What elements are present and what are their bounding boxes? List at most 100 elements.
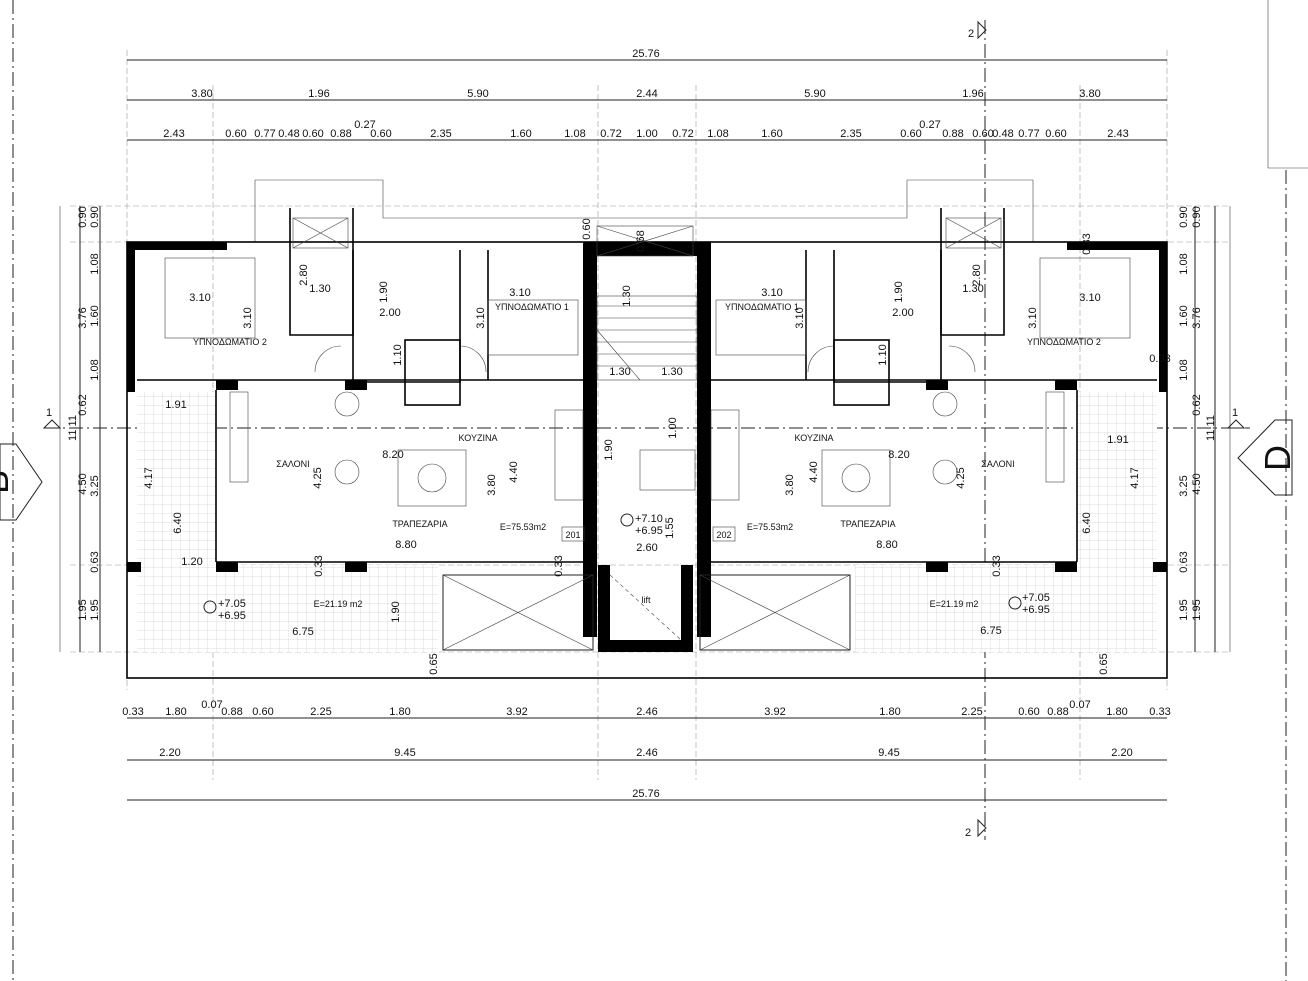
dimension-label: 1.95 bbox=[89, 599, 101, 620]
dimension-label: 1.95 bbox=[77, 599, 89, 620]
dimension-label: 1.60 bbox=[89, 305, 101, 326]
interior-dim: 4.17 bbox=[143, 467, 155, 488]
room-label: ΚΟΥΖΙΝΑ bbox=[459, 433, 498, 443]
dimension-label: 1.95 bbox=[1178, 599, 1190, 620]
interior-dim: 4.25 bbox=[312, 467, 324, 488]
apt-number: 201 bbox=[565, 530, 580, 540]
top-extra-dim: 0.27 bbox=[354, 119, 375, 131]
interior-dim: 1.90 bbox=[378, 281, 390, 302]
interior-dim: 0.65 bbox=[1098, 653, 1110, 674]
interior-dim: 3.10 bbox=[189, 292, 210, 304]
dimension-label: 0.60 bbox=[302, 128, 323, 140]
dimension-label: 0.90 bbox=[1191, 206, 1203, 227]
interior-dim: 3.10 bbox=[794, 307, 806, 328]
dimension-label: 1.08 bbox=[89, 359, 101, 380]
dimension-label: 0.33 bbox=[122, 706, 143, 718]
bottom-extra-dim: 0.07 bbox=[1069, 699, 1090, 711]
interior-dim: 6.75 bbox=[292, 626, 313, 638]
interior-dim: 8.80 bbox=[395, 539, 416, 551]
dimension-label: 0.88 bbox=[1047, 706, 1068, 718]
dimension-label: 1.60 bbox=[761, 128, 782, 140]
dimension-label: 0.88 bbox=[221, 706, 242, 718]
room-label: ΥΠΝΟΔΩΜΑΤΙΟ 2 bbox=[1027, 337, 1101, 347]
dimension-label: 1.08 bbox=[89, 253, 101, 274]
dimension-label: 0.72 bbox=[672, 128, 693, 140]
dimension-label: 0.60 bbox=[972, 128, 993, 140]
dimension-label: 1.00 bbox=[636, 128, 657, 140]
left-dims-outer: 0.903.760.624.501.95 bbox=[77, 206, 89, 620]
area-label: E=21.19 m2 bbox=[930, 599, 979, 609]
interior-dim: 3.10 bbox=[475, 307, 487, 328]
dimension-label: 2.43 bbox=[1107, 128, 1128, 140]
dimension-label: 0.62 bbox=[1191, 394, 1203, 415]
dimension-label: 2.46 bbox=[636, 706, 657, 718]
dimension-label: 1.08 bbox=[564, 128, 585, 140]
level-markers bbox=[203, 513, 1022, 614]
dimension-label: 2.35 bbox=[430, 128, 451, 140]
interior-dim: 4.40 bbox=[508, 461, 520, 482]
veranda-tiles bbox=[137, 392, 1157, 652]
dimension-label: 5.90 bbox=[467, 88, 488, 100]
interior-dim: 1.30 bbox=[962, 283, 983, 295]
level-label: +6.95 bbox=[1022, 604, 1050, 616]
dimension-label: 1.80 bbox=[1106, 706, 1127, 718]
interior-dim: 0.33 bbox=[991, 555, 1003, 576]
interior-dim: 2.60 bbox=[636, 542, 657, 554]
interior-dim: 1.91 bbox=[165, 399, 186, 411]
dimension-label: 0.33 bbox=[1149, 706, 1170, 718]
section-mark-left: 1 bbox=[46, 407, 52, 419]
section-axes bbox=[45, 20, 1250, 840]
dimension-label: 0.77 bbox=[254, 128, 275, 140]
top-extra-dim: 0.27 bbox=[919, 119, 940, 131]
room-label: ΣΑΛΟΝΙ bbox=[981, 459, 1014, 469]
bottom-extra-dim: 0.07 bbox=[201, 699, 222, 711]
interior-dim: 1.00 bbox=[667, 417, 679, 438]
interior-dim: 1.30 bbox=[609, 366, 630, 378]
dimension-label: 0.48 bbox=[278, 128, 299, 140]
dimension-label: 0.88 bbox=[942, 128, 963, 140]
dimension-label: 4.50 bbox=[77, 473, 89, 494]
room-label: ΣΑΛΟΝΙ bbox=[276, 459, 309, 469]
dimension-label: 3.92 bbox=[506, 706, 527, 718]
interior-dim: 0.33 bbox=[313, 555, 325, 576]
dimension-label: 2.20 bbox=[1111, 747, 1132, 759]
dimension-label: 2.43 bbox=[163, 128, 184, 140]
interior-dim: 3.10 bbox=[242, 307, 254, 328]
room-label: ΤΡΑΠΕΖΑΡΙΑ bbox=[392, 519, 447, 529]
interior-dim: 1.91 bbox=[1107, 434, 1128, 446]
dimension-label: 2.44 bbox=[636, 88, 657, 100]
doors bbox=[314, 345, 976, 373]
interior-dim: 3.80 bbox=[784, 474, 796, 495]
interior-dim: 3.10 bbox=[509, 287, 530, 299]
section-mark-bottom: 2 bbox=[965, 827, 971, 839]
level-label: +7.05 bbox=[218, 598, 246, 610]
interior-dim: 0.60 bbox=[581, 218, 593, 239]
furniture bbox=[164, 257, 1131, 507]
dimension-label: 1.80 bbox=[165, 706, 186, 718]
dimension-label: 3.80 bbox=[1079, 88, 1100, 100]
right-dims-inner: 0.901.081.601.083.250.631.95 bbox=[1178, 206, 1190, 620]
dimension-label: 3.92 bbox=[764, 706, 785, 718]
interior-dim: 1.55 bbox=[664, 517, 676, 538]
bottom-overall-dim: 25.76 bbox=[632, 788, 660, 800]
dimension-label: 0.60 bbox=[900, 128, 921, 140]
level-label: +7.05 bbox=[1022, 592, 1050, 604]
dimension-lines bbox=[59, 59, 1231, 801]
interior-dim: 0.33 bbox=[1081, 233, 1093, 254]
dimension-label: 0.77 bbox=[1018, 128, 1039, 140]
dimension-label: 3.25 bbox=[1178, 475, 1190, 496]
dimension-label: 2.35 bbox=[840, 128, 861, 140]
apt-boxes bbox=[561, 526, 736, 542]
dimension-label: 1.96 bbox=[308, 88, 329, 100]
interior-dim: 2.80 bbox=[298, 264, 310, 285]
area-label: E=21.19 m2 bbox=[314, 599, 363, 609]
dimension-label: 3.25 bbox=[89, 475, 101, 496]
interior-dim: 1.10 bbox=[392, 344, 404, 365]
interior-dim: 4.40 bbox=[808, 461, 820, 482]
interior-dim: 3.10 bbox=[1027, 307, 1039, 328]
dimension-label: 1.80 bbox=[879, 706, 900, 718]
